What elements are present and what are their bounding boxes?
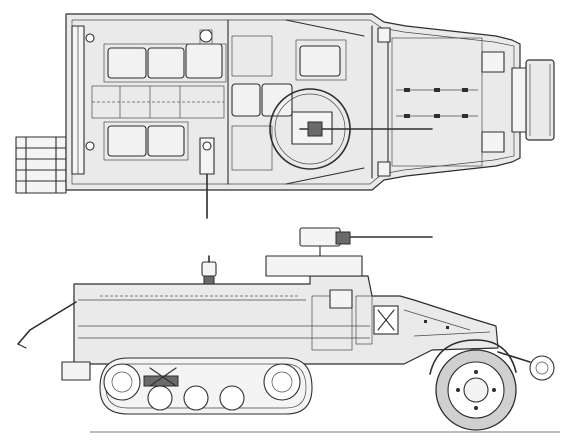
rear-ladder bbox=[15, 136, 67, 194]
engine-deck-hinges bbox=[404, 88, 468, 118]
front-wheel bbox=[435, 349, 517, 431]
cab-door-x bbox=[373, 305, 399, 335]
seats-bottom-row bbox=[103, 121, 189, 161]
front-machine-gun bbox=[265, 227, 433, 277]
side-view bbox=[17, 227, 560, 433]
hull-side-outline bbox=[73, 275, 499, 365]
seats-top-row bbox=[103, 43, 227, 83]
top-view bbox=[15, 13, 555, 219]
rear-machine-gun bbox=[199, 29, 215, 219]
side-rear-machine-gun bbox=[201, 255, 217, 285]
gun-ring bbox=[269, 88, 433, 170]
track-assembly bbox=[99, 357, 313, 415]
front-roller bbox=[511, 59, 555, 141]
front-bumper-roller bbox=[497, 351, 555, 381]
